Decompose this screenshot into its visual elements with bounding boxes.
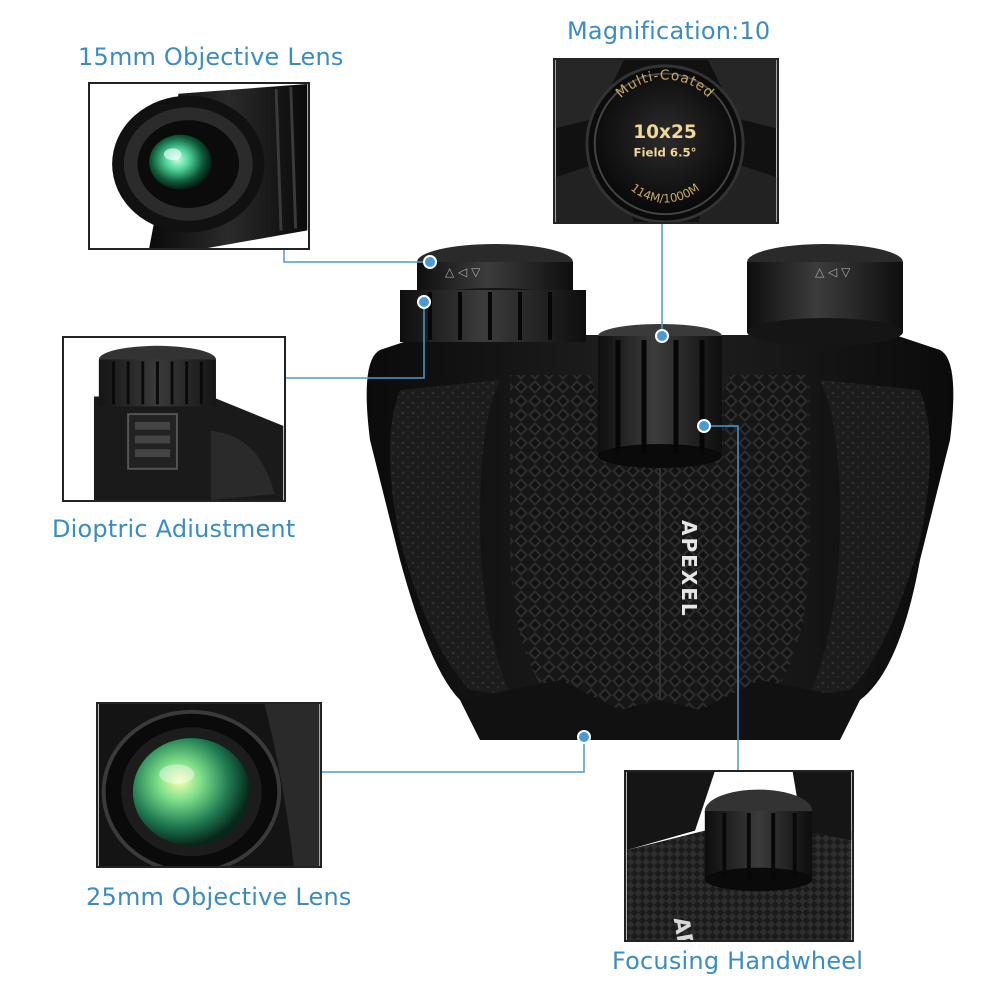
lens-15mm-glass [149,134,212,190]
objective-closeup-image [98,704,320,866]
inset-dioptric [62,336,286,502]
label-25mm-objective-lens: 25mm Objective Lens [86,883,352,911]
label-dioptric-adjustment: Dioptric Adiustment [52,515,296,543]
label-15mm-objective-lens: 15mm Objective Lens [78,43,344,71]
inset-brand-fragment: AP [668,915,698,940]
binoculars-main-image: △ ◁ ▽ △ ◁ ▽ APEXEL [360,240,960,750]
label-magnification: Magnification:10 [567,17,771,45]
brand-logo: APEXEL [677,520,701,618]
svg-text:△ ◁ ▽: △ ◁ ▽ [815,265,851,279]
inset-25mm-lens [96,702,322,868]
badge-field: Field 6.5° [634,146,697,160]
dioptric-closeup-image [64,338,284,500]
svg-text:△ ◁ ▽: △ ◁ ▽ [445,265,481,279]
focus-wheel-closeup-image: AP [626,772,852,940]
inset-15mm-lens [88,82,310,250]
inset-focusing: AP [624,770,854,942]
lens-25mm-glass [132,738,250,846]
label-focusing-handwheel: Focusing Handwheel [612,947,864,975]
badge-model: 10x25 [633,122,697,143]
inset-magnification: Multi-Coated 10x25 Field 6.5° 114M/1000M [553,58,779,224]
badge-closeup-image: Multi-Coated 10x25 Field 6.5° 114M/1000M [555,60,777,222]
eyepiece-closeup-image [90,84,308,248]
